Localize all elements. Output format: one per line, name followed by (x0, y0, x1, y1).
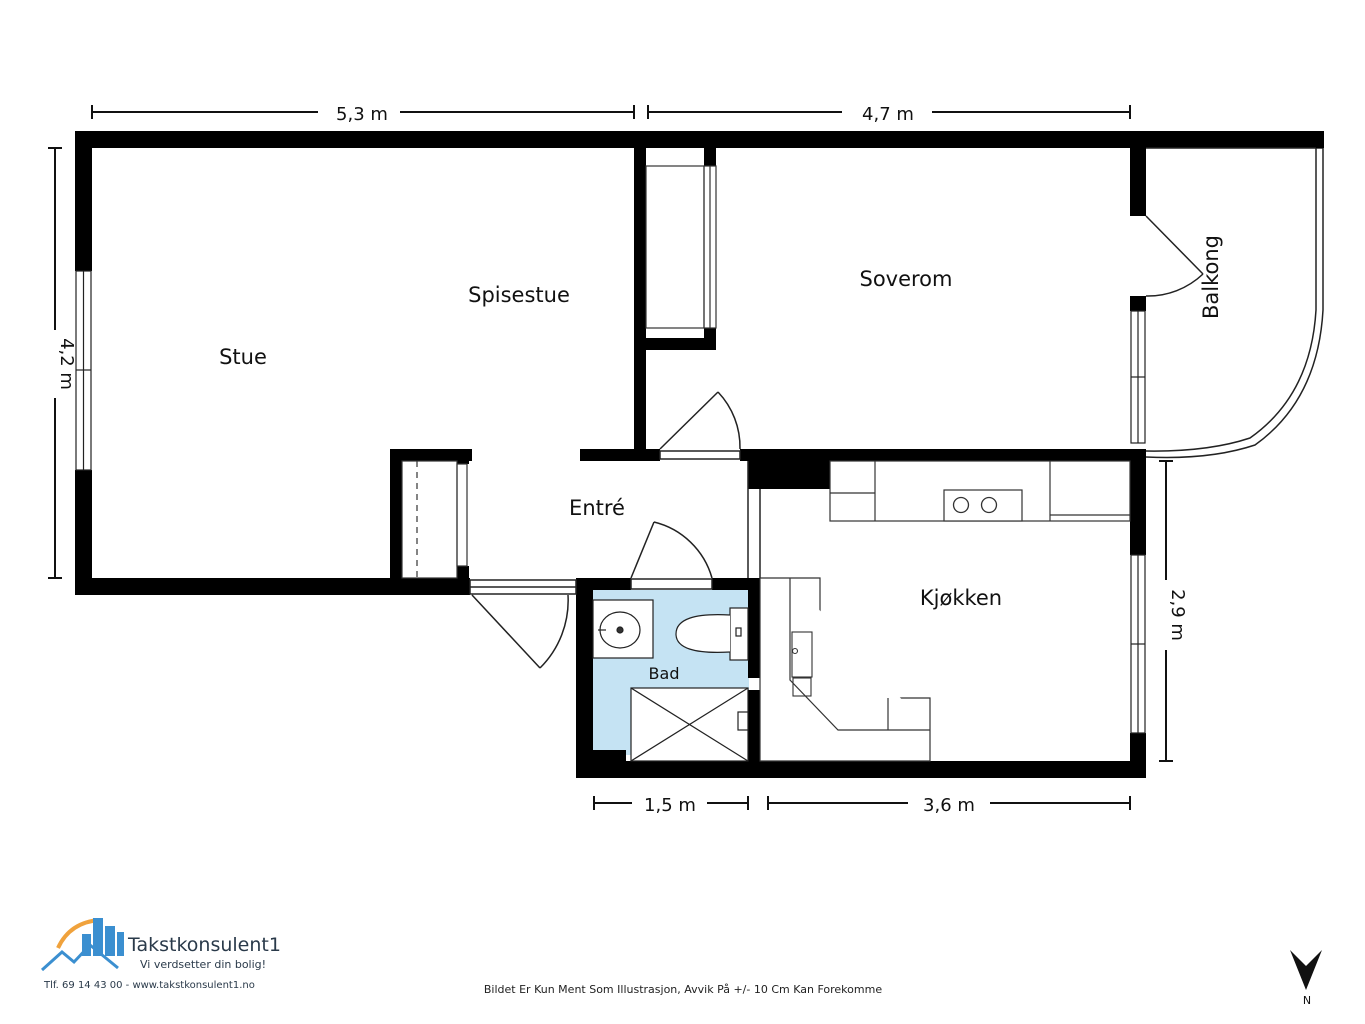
compass-letter: N (1303, 994, 1311, 1007)
building-icon (82, 918, 124, 956)
room-label-spisestue: Spisestue (468, 283, 570, 307)
brand-name: Takstkonsulent1 (127, 934, 281, 956)
dimension-top-left: 5,3 m (336, 104, 388, 125)
room-label-soverom: Soverom (859, 267, 952, 291)
windows (75, 270, 1146, 734)
room-label-entre: Entré (569, 496, 625, 520)
bath-fixtures (592, 599, 749, 762)
north-arrow-icon: N (1290, 950, 1322, 1007)
brand-contact: Tlf. 69 14 43 00 - www.takstkonsulent1.n… (43, 980, 255, 991)
kitchen-counters (759, 460, 1131, 762)
kitchen-cooktop-burners (952, 496, 998, 514)
room-label-balkong: Balkong (1199, 235, 1223, 319)
wardrobes (401, 165, 717, 579)
doors (469, 391, 761, 669)
dimension-lines (48, 105, 1173, 810)
brand-logo: Takstkonsulent1 Vi verdsetter din bolig!… (40, 918, 281, 991)
kitchen-sink (791, 631, 813, 697)
disclaimer-text: Bildet Er Kun Ment Som Illustrasjon, Avv… (484, 983, 882, 996)
room-label-bad: Bad (649, 664, 680, 683)
dimension-top-right: 4,7 m (862, 104, 914, 125)
dimension-bottom-right: 3,6 m (923, 795, 975, 816)
dimension-right: 2,9 m (1167, 589, 1188, 641)
room-label-kjokken: Kjøkken (920, 586, 1002, 610)
dimension-bottom-left: 1,5 m (644, 795, 696, 816)
walls (75, 131, 1323, 778)
brand-tagline: Vi verdsetter din bolig! (140, 958, 266, 971)
balcony (1145, 131, 1324, 459)
dimension-left: 4,2 m (56, 338, 77, 390)
room-label-stue: Stue (219, 345, 267, 369)
